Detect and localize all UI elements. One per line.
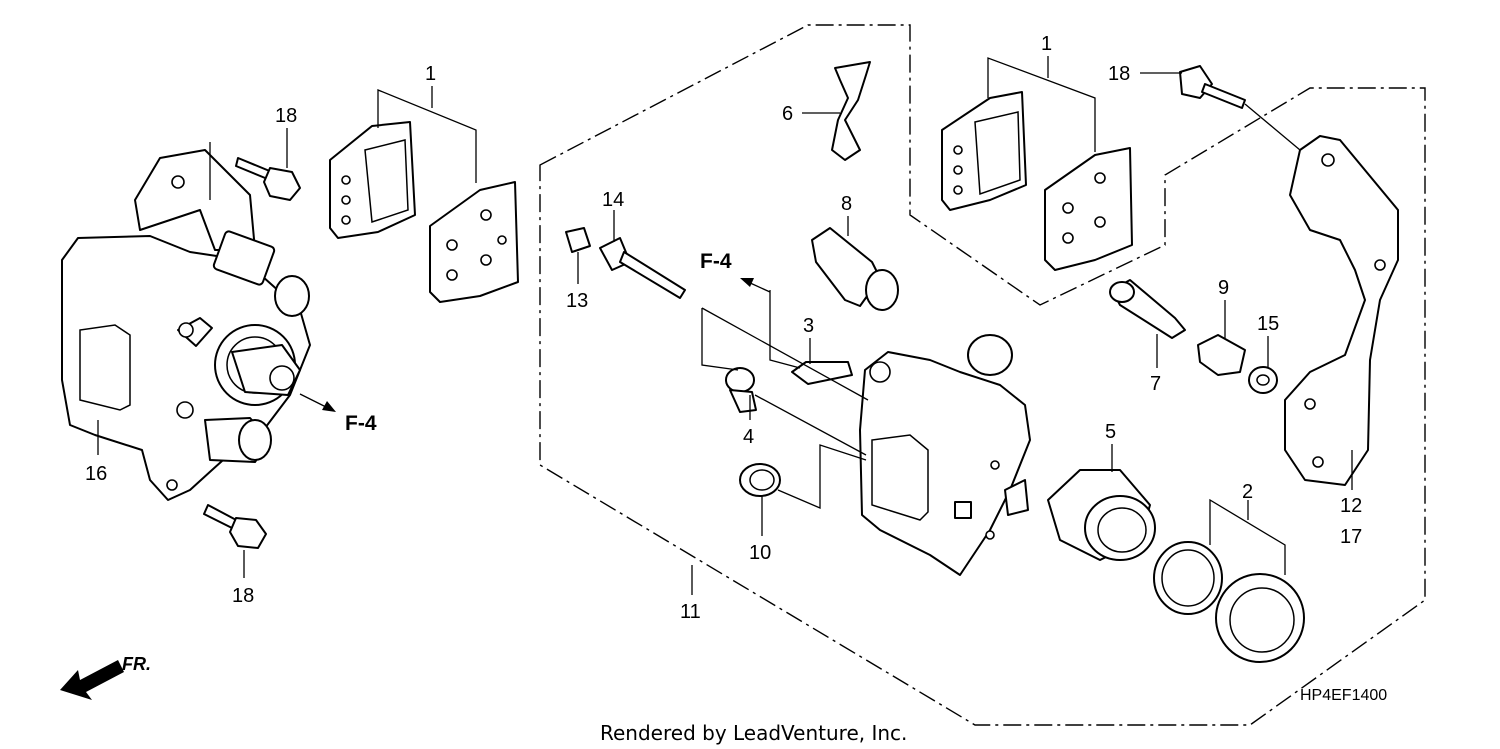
callout-15[interactable]: 15 (1257, 313, 1279, 335)
callout-14[interactable]: 14 (602, 189, 624, 211)
plug[interactable] (565, 227, 591, 253)
bolt-bottom-left[interactable] (203, 504, 267, 549)
caliper-center[interactable] (859, 334, 1031, 576)
callout-8[interactable]: 8 (841, 193, 852, 215)
boot-small[interactable] (1197, 334, 1246, 376)
seal-kit[interactable] (1153, 541, 1305, 663)
assembly-outline (539, 24, 1426, 726)
callout-5[interactable]: 5 (1105, 421, 1116, 443)
callout-18-top-right[interactable]: 18 (1108, 63, 1130, 85)
boot-lower[interactable] (739, 463, 781, 497)
callout-12[interactable]: 12 (1340, 495, 1362, 517)
credit-text: Rendered by LeadVenture, Inc. (600, 721, 907, 745)
pad-spring[interactable] (831, 61, 871, 161)
brake-pads-left[interactable] (329, 121, 519, 303)
leader-lines (97, 56, 1353, 595)
pin-boot[interactable] (811, 227, 899, 311)
brake-pads-right[interactable] (941, 91, 1133, 271)
callout-7[interactable]: 7 (1150, 373, 1161, 395)
callout-10[interactable]: 10 (749, 542, 771, 564)
arrow-center-ref (740, 278, 771, 293)
bolt-top-left[interactable] (235, 157, 301, 201)
clip[interactable] (1248, 366, 1278, 394)
reference-label-center[interactable]: F-4 (700, 250, 732, 273)
front-direction-label: FR. (122, 654, 151, 674)
pad-pin[interactable] (599, 237, 686, 299)
reference-label-left[interactable]: F-4 (345, 412, 377, 435)
callout-3[interactable]: 3 (803, 315, 814, 337)
callout-6[interactable]: 6 (782, 103, 793, 125)
callout-1-left[interactable]: 1 (425, 63, 436, 85)
piston[interactable] (1047, 469, 1156, 561)
callout-17[interactable]: 17 (1340, 526, 1362, 548)
arrow-left-ref (299, 393, 336, 412)
callout-11[interactable]: 11 (680, 601, 701, 623)
callout-16[interactable]: 16 (85, 463, 107, 485)
front-direction-arrow: FR. (60, 654, 151, 700)
bolt-top-right[interactable] (1179, 65, 1246, 109)
callout-numbers: 1 1 2 3 4 5 6 7 8 9 10 11 12 17 13 14 15… (85, 33, 1362, 623)
bleeder-screw[interactable] (791, 361, 853, 385)
bleeder-cap[interactable] (725, 367, 757, 413)
callout-2[interactable]: 2 (1242, 481, 1253, 503)
caliper-left[interactable] (61, 149, 311, 501)
pin-bolt[interactable] (1109, 279, 1186, 339)
callout-1-right[interactable]: 1 (1041, 33, 1052, 55)
drawing-code: HP4EF1400 (1300, 687, 1387, 704)
caliper-bracket[interactable] (1284, 135, 1399, 486)
callout-9[interactable]: 9 (1218, 277, 1229, 299)
callout-13[interactable]: 13 (566, 290, 588, 312)
callout-18-top-left[interactable]: 18 (275, 105, 297, 127)
callout-4[interactable]: 4 (743, 426, 754, 448)
callout-18-bottom-left[interactable]: 18 (232, 585, 254, 607)
